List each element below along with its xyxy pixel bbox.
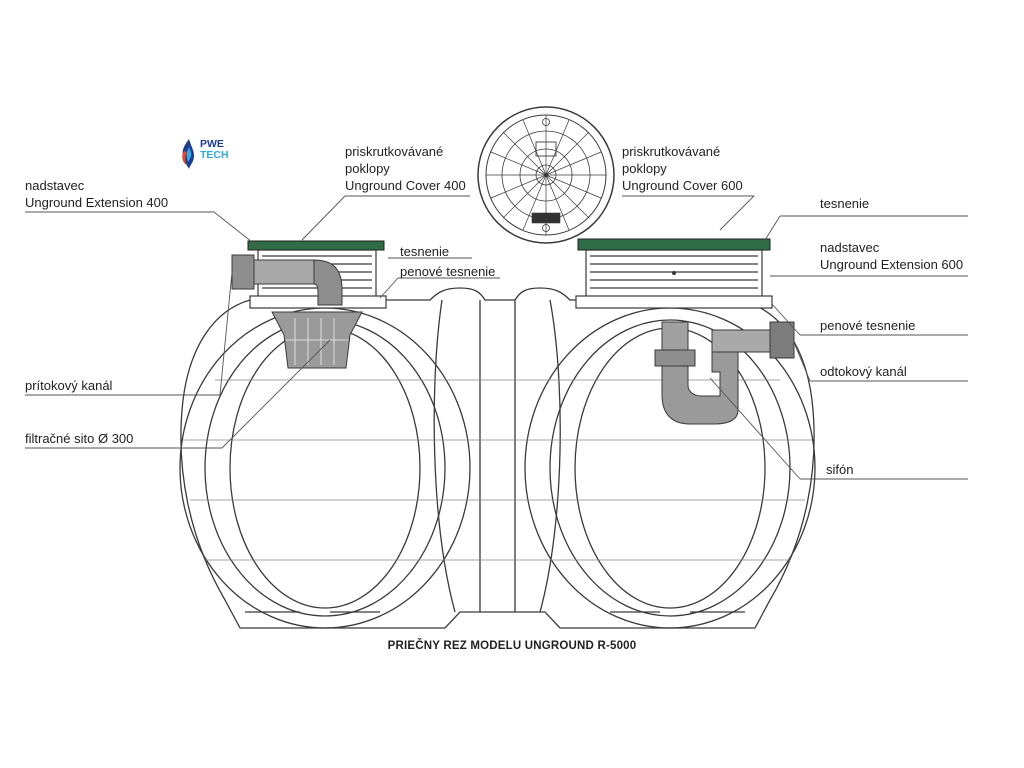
inflow-pipe	[231, 254, 343, 306]
outflow-siphon	[654, 321, 795, 425]
label-cover-600: priskrutkovávané poklopy Unground Cover …	[622, 144, 743, 193]
label-cover-400: priskrutkovávané poklopy Unground Cover …	[345, 144, 466, 193]
label-outflow: odtokový kanál	[820, 364, 907, 379]
leader-extension-400	[25, 211, 263, 251]
leader-foam-right	[771, 303, 968, 336]
label-extension-600: nadstavec Unground Extension 600	[820, 240, 964, 272]
middle-rib-center	[479, 300, 516, 612]
middle-rib-right	[539, 299, 561, 613]
diagram-caption: PRIEČNY REZ MODELU UNGROUND R-5000	[387, 640, 637, 652]
label-inflow: prítokový kanál	[25, 378, 113, 393]
leader-inflow	[25, 271, 233, 396]
pwe-tech-logo: PWE TECH	[178, 137, 238, 171]
left-chamber-rib	[229, 327, 421, 609]
cover-disc-detail	[477, 106, 615, 244]
extension-600	[575, 249, 773, 309]
filter-sieve	[271, 311, 363, 369]
label-seal-right: tesnenie	[820, 196, 870, 211]
leader-lines	[25, 195, 968, 480]
logo-text-pwe: PWE	[200, 138, 224, 150]
middle-rib-left	[433, 299, 456, 613]
cover-400-lid	[247, 240, 385, 251]
label-foam-left: penové tesnenie	[400, 264, 496, 279]
label-seal-left: tesnenie	[400, 244, 450, 259]
flame-icon	[182, 139, 194, 169]
leader-cover-400	[301, 195, 470, 241]
leader-cover-600	[622, 195, 756, 231]
cover-600-lid	[577, 238, 771, 251]
leader-filter	[25, 339, 331, 449]
leader-seal-right	[761, 215, 968, 246]
leader-outflow	[794, 344, 968, 382]
leader-siphon	[709, 377, 968, 480]
label-foam-right: penové tesnenie	[820, 318, 916, 333]
label-siphon: sifón	[826, 462, 854, 477]
leader-foam-left	[379, 277, 500, 299]
label-extension-400: nadstavec Unground Extension 400	[25, 178, 169, 210]
logo-text-tech: TECH	[200, 149, 229, 161]
label-filter: filtračné sito Ø 300	[25, 431, 134, 446]
